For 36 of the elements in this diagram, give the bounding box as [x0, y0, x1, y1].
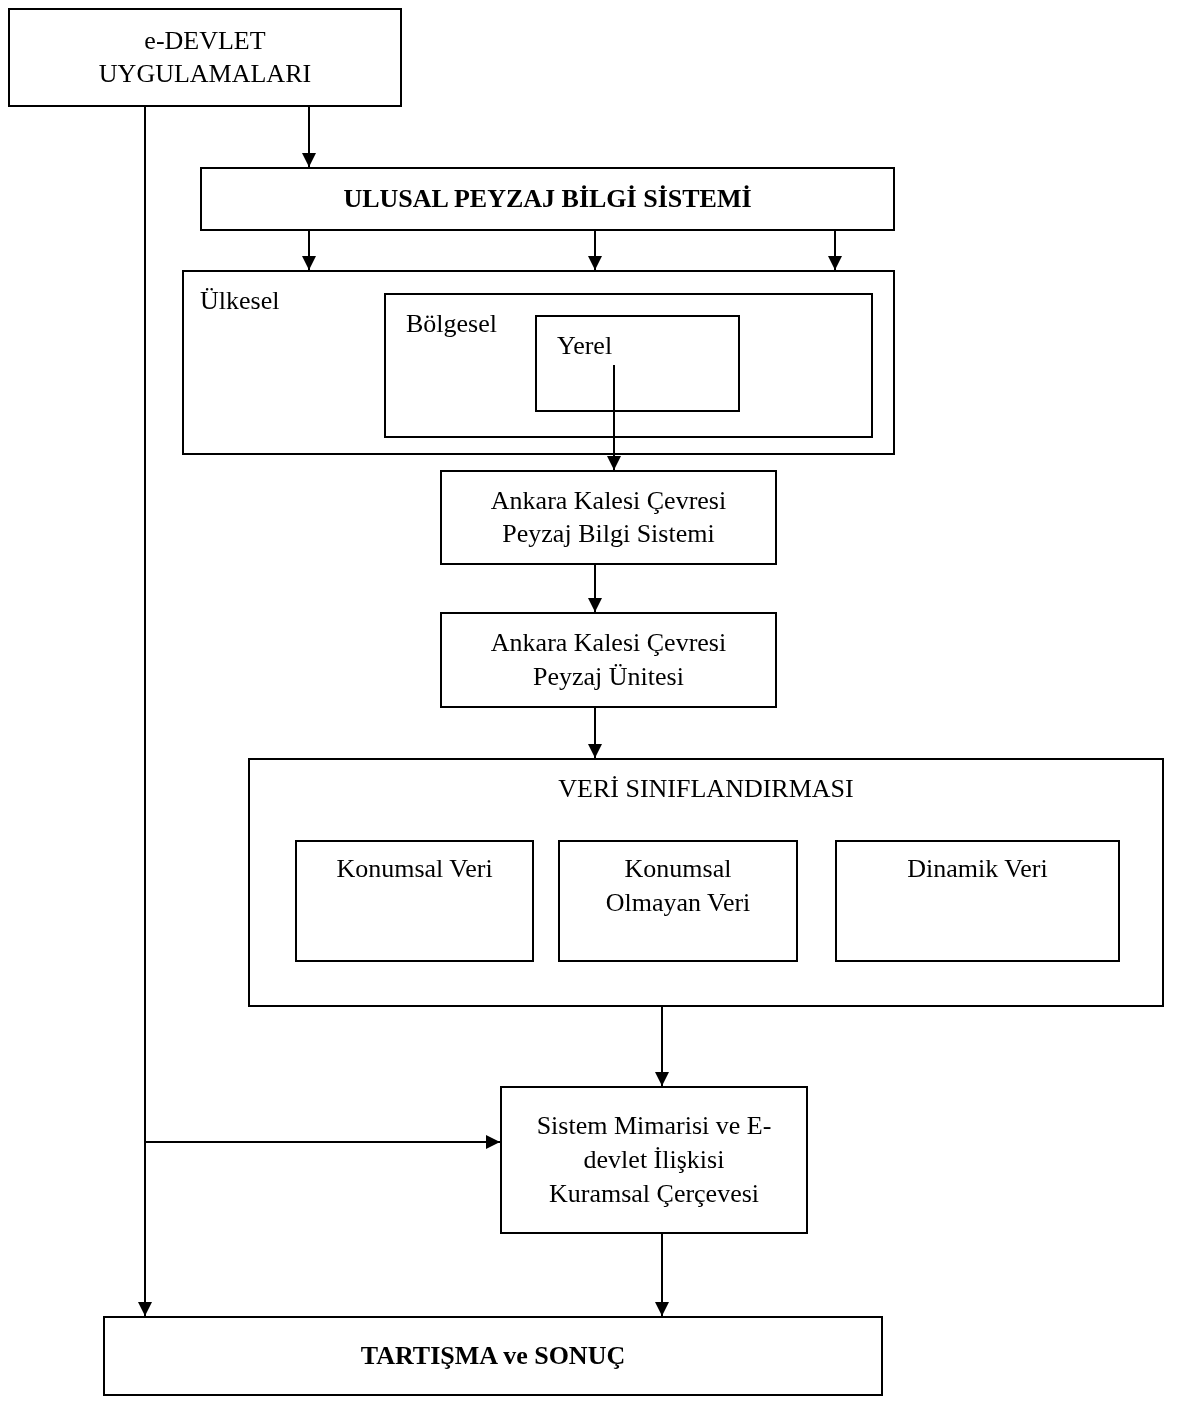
- data-box: [558, 840, 798, 962]
- scope-box: [182, 270, 895, 455]
- process-box: [8, 8, 402, 107]
- arrow: [588, 707, 602, 759]
- arrow: [828, 230, 842, 271]
- box-label: VERİ SINIFLANDIRMASI: [557, 773, 855, 805]
- arrow: [655, 1233, 669, 1317]
- group-box: [248, 758, 1164, 1007]
- arrow: [302, 230, 316, 271]
- box-label: Ülkesel: [200, 285, 280, 317]
- process-box: [440, 470, 777, 565]
- box-label: Yerel: [557, 330, 613, 362]
- box-label: e-DEVLET UYGULAMALARI: [97, 24, 313, 91]
- process-box: [440, 612, 777, 708]
- arrow: [302, 106, 316, 168]
- box-label: Ankara Kalesi Çevresi Peyzaj Bilgi Sistemi: [489, 484, 728, 551]
- box-label: Konumsal Olmayan Veri: [604, 853, 752, 919]
- arrow: [607, 364, 621, 471]
- box-label: Bölgesel: [406, 308, 497, 340]
- scope-box: [535, 315, 740, 412]
- arrow: [588, 564, 602, 613]
- box-title: ULUSAL PEYZAJ BİLGİ SİSTEMİ: [342, 183, 753, 216]
- process-box: [500, 1086, 808, 1234]
- box-title: TARTIŞMA ve SONUÇ: [359, 1340, 627, 1373]
- system-box: [200, 167, 895, 231]
- arrow: [655, 1006, 669, 1087]
- result-box: [103, 1316, 883, 1396]
- arrow: [138, 106, 152, 1317]
- arrow: [588, 230, 602, 271]
- data-box: [835, 840, 1120, 962]
- box-label: Ankara Kalesi Çevresi Peyzaj Ünitesi: [489, 627, 728, 693]
- box-label: Sistem Mimarisi ve E-devlet İlişkisi Kuramsal Çerçevesi: [535, 1110, 773, 1210]
- scope-box: [384, 293, 873, 438]
- data-box: [295, 840, 534, 962]
- box-label: Konumsal Veri: [335, 853, 494, 885]
- box-label: Dinamik Veri: [906, 853, 1049, 885]
